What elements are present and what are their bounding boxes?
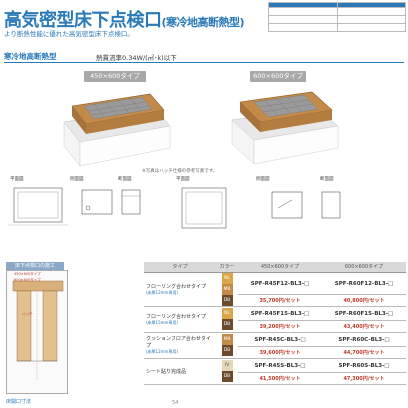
color-swatch: DB [221, 345, 233, 356]
detail-drawing [6, 270, 68, 394]
row-desc: フローリング合わせタイプ [146, 283, 207, 290]
price-450: 39,200円/セット [238, 320, 322, 333]
drawing-label: 平面図 [176, 177, 190, 182]
price-600: 43,400円/セット [322, 320, 406, 333]
model-600: SPF-R60S-BL3-□ [322, 358, 406, 373]
price-600: 47,300円/セット [322, 372, 406, 385]
drawing-label: 側面図 [256, 177, 270, 182]
row-desc: フローリング合わせタイプ [146, 313, 207, 320]
color-swatch: NL [221, 272, 233, 284]
detail-header: 床下点検口の施工 [6, 262, 64, 270]
table-row: 35,700円/セット 40,800円/セット [144, 294, 406, 307]
detail-note: 450×600タイプ [14, 272, 41, 276]
price-450: 35,700円/セット [238, 294, 322, 307]
table-row: フローリング合わせタイプ(床厚15mm専用) NL DB SPF-R45F15-… [144, 306, 406, 333]
model-450: SPF-R45C-BL3-□ [238, 332, 322, 347]
drawing-plan-450 [8, 184, 68, 232]
model-450: SPF-R45F12-BL3-□ [238, 272, 322, 295]
row-desc-paren: (床厚15mm専用) [146, 319, 179, 325]
color-swatch: DB [221, 294, 233, 306]
drawing-plan-600 [178, 184, 238, 238]
model-600: SPF-R60C-BL3-□ [322, 332, 406, 347]
price-600: 44,700円/セット [322, 346, 406, 359]
thermal-value: 熱貫流率0.34W/(㎡･k)以下 [96, 54, 177, 62]
model-450: SPF-R45F15-BL3-□ [238, 306, 322, 321]
page-number: 54 [172, 400, 179, 406]
detail-note: 600×600タイプ [14, 278, 41, 282]
section-divider [4, 62, 404, 63]
footer-note: 床開口寸法 [6, 399, 32, 405]
color-swatch: MB [221, 283, 233, 295]
model-600: SPF-R60F15-BL3-□ [322, 306, 406, 321]
row-desc: シート貼り完成品 [146, 368, 187, 375]
row-desc: クッションフロア合わせタイプ [146, 336, 211, 349]
color-swatch: DB [221, 319, 233, 330]
drawing-side-450 [78, 186, 118, 224]
spec-table [268, 2, 406, 32]
col-header-color: カラー [216, 262, 238, 273]
col-header-450: 450×600タイプ [238, 262, 322, 273]
section-label: 寒冷地高断熱型 [4, 52, 57, 61]
table-row: クッションフロア合わせタイプ(床厚12mm専用) MB DB SPF-R45C-… [144, 332, 406, 359]
page-title: 高気密型床下点検口(寒冷地高断熱型) [4, 10, 245, 31]
color-swatch: IV [221, 360, 233, 371]
color-swatch: NL [221, 308, 233, 319]
row-desc-paren: (床厚12mm専用) [146, 349, 179, 354]
drawing-label: 断面図 [320, 177, 334, 182]
product-image-600 [226, 82, 344, 168]
price-450: 41,500円/セット [238, 372, 322, 385]
color-swatch: MB [221, 334, 233, 345]
type-badge-600: 600×600タイプ [250, 71, 306, 82]
drawing-section-450 [118, 186, 148, 224]
product-image-450 [58, 82, 176, 168]
model-600: SPF-R60F12-BL3-□ [322, 272, 406, 295]
row-desc-paren: (床厚12mm専用) [146, 289, 179, 295]
color-swatch: DB [221, 371, 233, 382]
table-row: 39,600円/セット 44,700円/セット [144, 346, 406, 359]
type-badge-450: 450×600タイプ [84, 71, 146, 82]
drawing-section-600 [318, 188, 348, 226]
price-table: タイプ カラー 450×600タイプ 600×600タイプ フローリング合わせタ… [144, 262, 406, 385]
page-subtitle: より断熱性能に優れた高気密型床下点検口。 [4, 30, 134, 38]
drawing-label: 側面図 [70, 177, 84, 182]
table-row: 39,200円/セット 43,400円/セット [144, 320, 406, 333]
col-header-type: タイプ [144, 262, 216, 273]
drawing-label: 断面図 [118, 177, 132, 182]
price-600: 40,800円/セット [322, 294, 406, 307]
model-450: SPF-R45S-BL3-□ [238, 358, 322, 373]
table-row: フローリング合わせタイプ(床厚12mm専用) NLMB DB SPF-R45F1… [144, 272, 406, 307]
price-450: 39,600円/セット [238, 346, 322, 359]
drawing-side-600 [268, 188, 308, 226]
table-row: 41,500円/セット 47,300円/セット [144, 372, 406, 385]
detail-note: ハッチ [22, 312, 33, 316]
col-header-600: 600×600タイプ [322, 262, 406, 273]
table-row: シート貼り完成品 IV DB SPF-R45S-BL3-□ SPF-R60S-B… [144, 358, 406, 385]
drawing-label: 平面図 [10, 177, 24, 182]
product-note: ※写真はハッチ仕様の参考写真です。 [142, 169, 218, 174]
